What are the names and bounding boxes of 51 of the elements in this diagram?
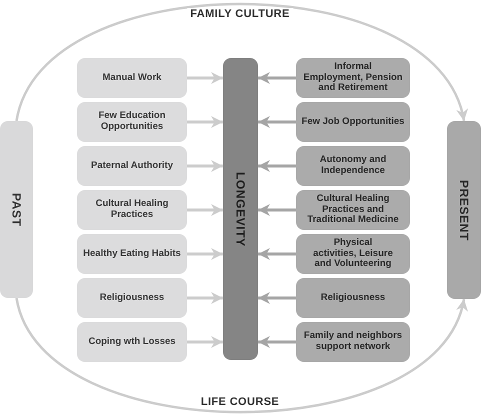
curved-arrow <box>15 298 466 414</box>
box-label: Cultural Healing Practices and Traditional Medicine <box>306 194 400 226</box>
arrow <box>258 204 296 216</box>
box-label: Paternal Authority <box>91 160 173 172</box>
box-label: Cultural Healing Practices <box>94 199 170 221</box>
arrow <box>258 160 296 172</box>
factor-box <box>77 102 187 142</box>
arrow <box>187 204 223 216</box>
arrow <box>258 292 296 304</box>
arrow <box>258 336 296 348</box>
arrow <box>187 72 223 84</box>
box-label: Informal Employment, Pension and Retirement <box>302 62 404 94</box>
box-label: Few Job Opportunities <box>302 116 404 128</box>
factor-box <box>296 58 410 98</box>
box-label: Physical activities, Leisure and Volunteering <box>312 238 394 270</box>
factor-box <box>296 146 410 186</box>
bar-label: LONGEVITY <box>234 172 246 246</box>
arrow <box>187 336 223 348</box>
arrow <box>187 116 223 128</box>
box-label: Few Education Opportunities <box>97 111 167 133</box>
box-label: Family and neighbors support network <box>302 331 404 353</box>
edge-label: FAMILY CULTURE <box>187 8 293 20</box>
factor-box <box>77 322 187 362</box>
box-label: Coping wth Losses <box>88 336 176 348</box>
arrow <box>258 72 296 84</box>
curved-arrow <box>15 2 466 122</box>
factor-box <box>296 102 410 142</box>
box-label: Healthy Eating Habits <box>83 248 181 260</box>
bar-label: PRESENT <box>458 180 470 240</box>
bar-label: PAST <box>10 192 22 226</box>
factor-box <box>77 146 187 186</box>
arrow <box>258 116 296 128</box>
arrow <box>258 248 296 260</box>
box-label: Religiousness <box>320 292 386 304</box>
arrow <box>187 248 223 260</box>
box-label: Autonomy and Independence <box>318 155 388 177</box>
period-bar <box>447 121 481 299</box>
factor-box <box>296 322 410 362</box>
arrow <box>187 160 223 172</box>
factor-box <box>77 234 187 274</box>
outcome-bar <box>223 58 258 360</box>
period-bar <box>0 121 33 298</box>
factor-box <box>296 278 410 318</box>
factor-box <box>296 234 410 274</box>
box-label: Manual Work <box>102 72 162 84</box>
box-label: Religiousness <box>100 292 164 304</box>
factor-box <box>77 278 187 318</box>
factor-box <box>296 190 410 230</box>
factor-box <box>77 190 187 230</box>
factor-box <box>77 58 187 98</box>
arrow <box>187 292 223 304</box>
